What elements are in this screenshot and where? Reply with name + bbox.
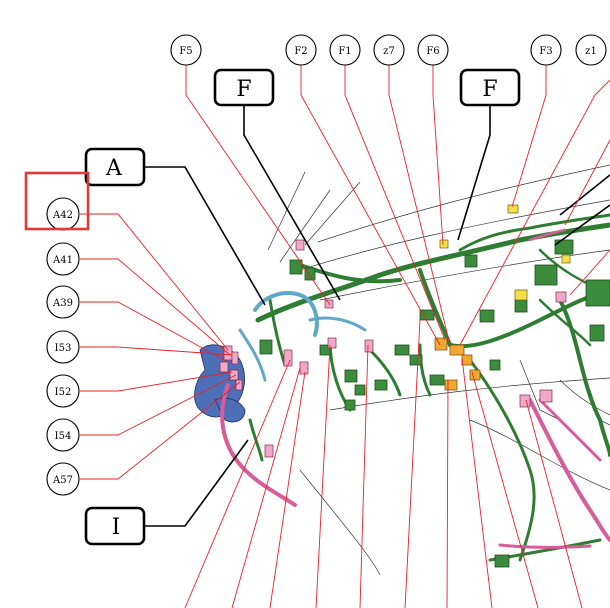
callout-circle [530,34,562,66]
callout-label: A42 [52,210,73,221]
top-callout-f5: F5 [170,34,202,66]
callout-circle [46,418,80,452]
callout-circle [373,34,405,66]
left-callout-i52: I52 [46,374,80,408]
main-harness-green [248,213,610,562]
callout-circle [46,285,80,319]
top-callout-z7: z7 [373,34,405,66]
callout-label: A39 [52,298,73,309]
group-box-a: A [84,147,146,187]
callout-label: z7 [383,46,395,57]
left-callout-a42: A42 [46,197,80,231]
callout-label: I54 [55,431,72,442]
top-callout-f3: F3 [530,34,562,66]
left-callout-a39: A39 [46,285,80,319]
pink-harness [220,228,610,549]
callout-label: A57 [52,475,73,486]
callout-circle [329,34,361,66]
callout-label: F2 [294,46,307,57]
group-box-f-right: F [459,68,521,107]
callout-label: I53 [55,343,72,354]
group-box-frame [84,147,146,187]
callout-label: F1 [338,46,351,57]
group-leaders [145,105,610,527]
left-callout-i53: I53 [46,330,80,364]
group-box-label: F [482,77,497,102]
group-box-label: A [105,156,123,181]
callout-circle [417,34,449,66]
group-box-frame [84,506,146,546]
group-box-f-left: F [213,68,275,107]
left-callout-i54: I54 [46,418,80,452]
group-box-i: I [84,506,146,546]
callout-label: F6 [426,46,439,57]
callout-label: z1 [585,46,597,57]
callout-circle [46,374,80,408]
group-box-label: I [112,515,121,540]
callout-circle [285,34,317,66]
dashboard-outline [267,164,610,576]
group-box-label: F [236,77,251,102]
left-callout-a57: A57 [46,462,80,496]
callout-label: A41 [52,255,73,266]
callout-circle [170,34,202,66]
callout-circle [46,462,80,496]
left-callout-a41: A41 [46,242,80,276]
top-callout-f2: F2 [285,34,317,66]
top-callout-z1: z1 [575,34,607,66]
callout-label: F5 [179,46,192,57]
callout-circle [46,330,80,364]
group-box-frame [459,68,521,107]
top-callout-f6: F6 [417,34,449,66]
top-callout-f1: F1 [329,34,361,66]
group-box-frame [213,68,275,107]
callout-label: I52 [55,387,72,398]
red-leaders [80,65,610,608]
green-connectors [259,239,610,568]
callout-circle [46,242,80,276]
callout-label: F3 [539,46,552,57]
callout-circle [575,34,607,66]
selection-highlight [24,171,90,231]
